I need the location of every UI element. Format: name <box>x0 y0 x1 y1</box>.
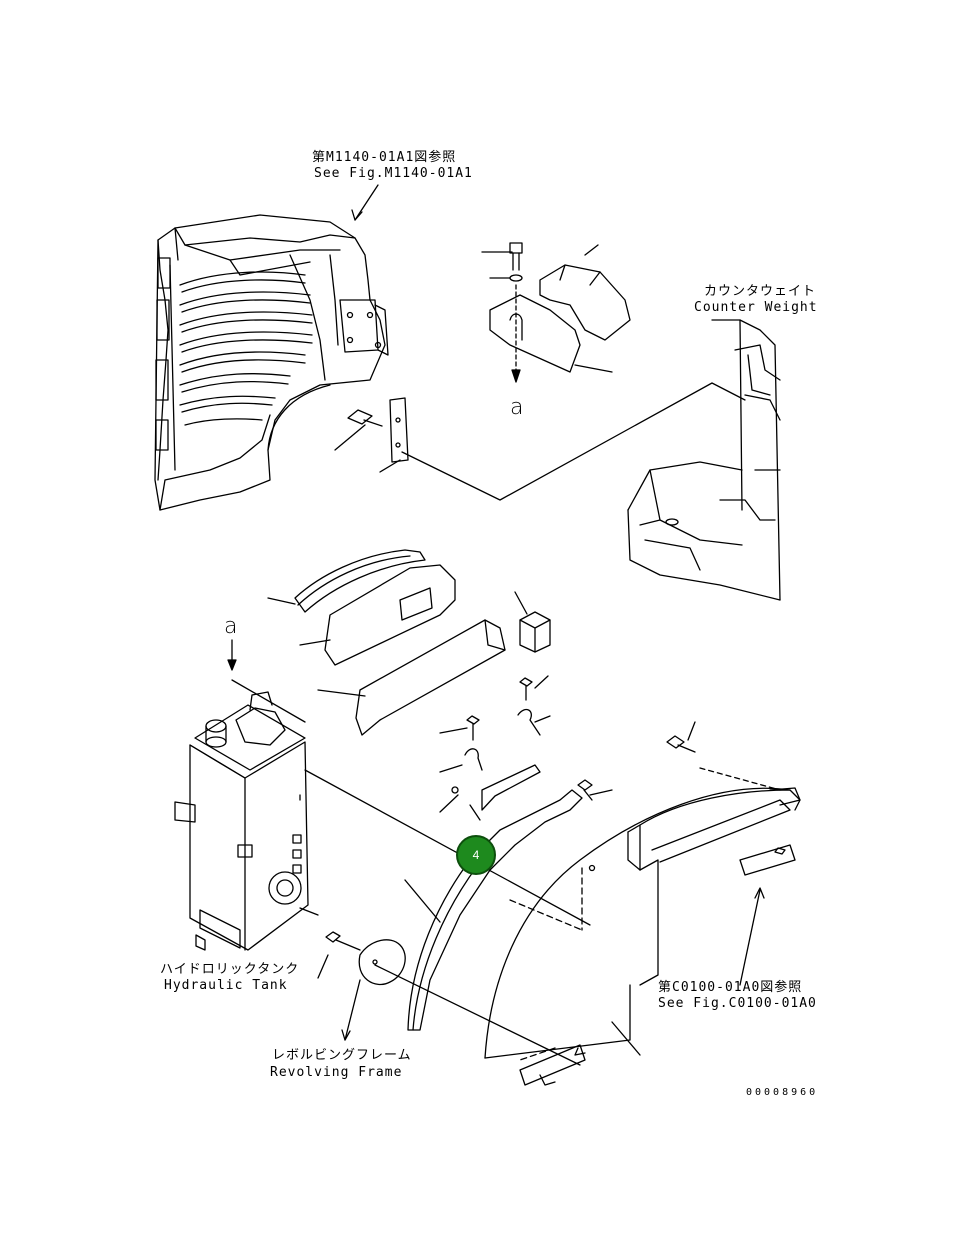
seal-parts-drawing <box>294 549 551 736</box>
counter-weight-drawing <box>627 319 781 601</box>
leader-lines-lower <box>304 675 696 926</box>
hinge-bolt-drawing <box>347 397 409 463</box>
revolving-frame-drawing <box>325 931 581 1066</box>
hydraulic-tank-drawing <box>174 691 319 951</box>
latch-plate-drawing <box>489 242 631 383</box>
hydraulic-tank-label-en: Hydraulic Tank <box>164 978 288 993</box>
ref-c0100-label-en: See Fig.C0100-01A0 <box>658 996 817 1011</box>
leader-lines-middle <box>227 591 528 723</box>
part-callout-4[interactable]: 4 <box>456 835 496 875</box>
hydraulic-tank-label-jp: ハイドロリックタンク <box>160 962 300 977</box>
counterweight-label-en: Counter Weight <box>694 300 818 315</box>
revolving-frame-label-en: Revolving Frame <box>270 1065 403 1080</box>
bracket-bolts-drawing <box>451 677 696 821</box>
ref-m1140-label-en: See Fig.M1140-01A1 <box>314 166 473 181</box>
radiator-guard-drawing <box>154 184 389 511</box>
view-a-label-middle: a <box>224 614 238 639</box>
leader-lines-bottom <box>317 879 765 1056</box>
ref-c0100-label-jp: 第C0100-01A0図参照 <box>658 980 803 995</box>
side-cover-drawing <box>407 767 801 1086</box>
view-a-label-top: a <box>510 395 524 420</box>
counterweight-label-jp: カウンタウェイト <box>704 284 817 299</box>
ref-m1140-label-jp: 第M1140-01A1図参照 <box>312 150 457 165</box>
document-number: 00008960 <box>746 1087 819 1098</box>
revolving-frame-label-jp: レボルビングフレーム <box>272 1048 412 1063</box>
